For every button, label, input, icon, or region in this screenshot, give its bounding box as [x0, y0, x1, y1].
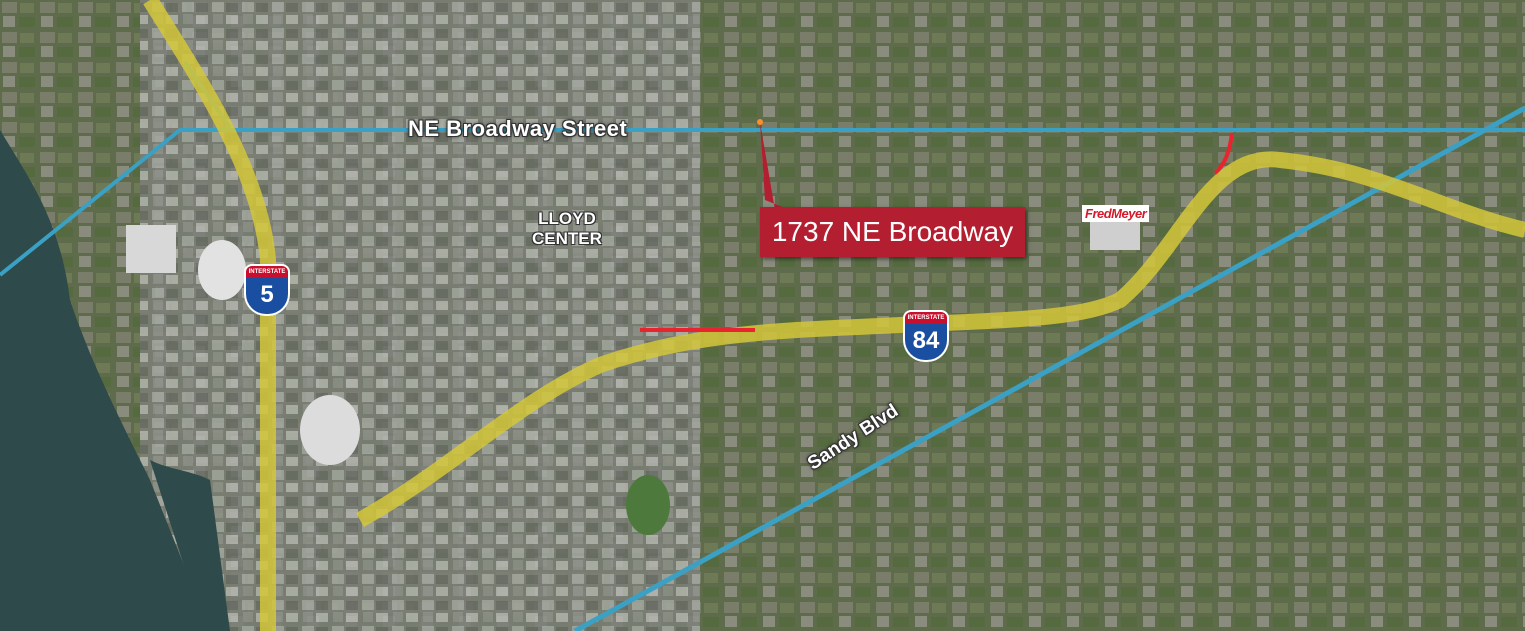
willamette-river: [0, 130, 210, 631]
ne-broadway-label: NE Broadway Street: [408, 116, 628, 141]
interstate-5-shield-icon: INTERSTATE 5: [244, 264, 290, 318]
memorial-coliseum: [126, 225, 176, 273]
shield-banner: INTERSTATE: [903, 310, 949, 324]
callout-pointer: [760, 122, 790, 210]
ne-broadway-line: [0, 128, 1525, 277]
address-callout: 1737 NE Broadway: [760, 207, 1025, 257]
moda-center: [198, 240, 246, 300]
sandy-blvd-line: [573, 105, 1525, 631]
convention-center: [300, 395, 360, 465]
lloyd-district-area: [140, 0, 700, 631]
lloyd-center-label-line2: CENTER: [532, 229, 602, 248]
river-channel: [150, 460, 230, 631]
i5-highlight: [143, 0, 276, 631]
ramp-closure-marker-east: [1213, 132, 1234, 175]
site-marker: [757, 119, 763, 125]
lloyd-center-label: LLOYD CENTER: [532, 209, 602, 249]
shield-number: 84: [903, 324, 949, 362]
fred-meyer-logo: FredMeyer: [1082, 205, 1150, 222]
shield-banner: INTERSTATE: [244, 264, 290, 278]
i84-highlight: [356, 151, 1525, 527]
lloyd-center-label-line1: LLOYD: [538, 209, 596, 228]
interstate-84-shield-icon: INTERSTATE 84: [903, 310, 949, 364]
shield-number: 5: [244, 278, 290, 316]
athletic-field: [626, 475, 670, 535]
